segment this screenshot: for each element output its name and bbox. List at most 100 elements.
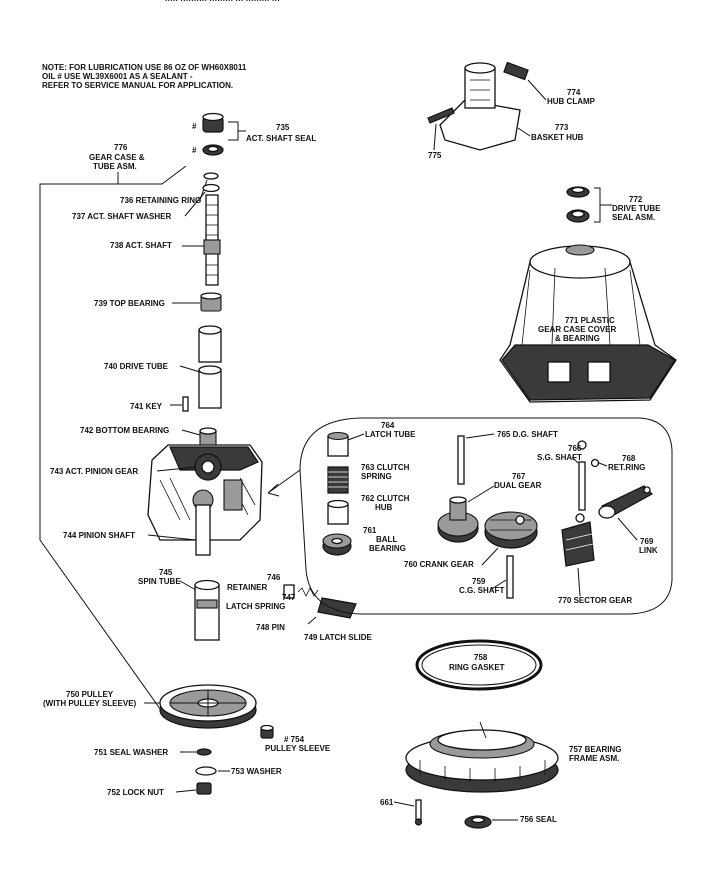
- label-773-number: 773: [555, 123, 569, 132]
- label-776-number: 776: [114, 143, 128, 152]
- clutch-hub-drawing: [327, 499, 349, 525]
- sg-shaft-drawing: [577, 440, 587, 511]
- note-line-2: OIL # USE WL39X6001 AS A SEALANT -: [42, 72, 193, 81]
- label-736: 736 RETAINING RING: [120, 196, 201, 205]
- label-766-name: S.G. SHAFT: [537, 453, 582, 462]
- latch-tube-drawing: [327, 431, 349, 457]
- label-765: 765 D.G. SHAFT: [497, 430, 558, 439]
- clutch-spring-drawing: [327, 466, 349, 494]
- dual-gear-drawing: [437, 496, 479, 543]
- dg-shaft-drawing: [457, 435, 465, 485]
- spin-tube-drawing: [194, 579, 220, 641]
- label-745-number: 745: [159, 568, 173, 577]
- label-758-name: RING GASKET: [449, 663, 505, 672]
- label-750-number: 750 PULLEY: [66, 690, 114, 699]
- label-763-line-1: 763 CLUTCH: [361, 463, 410, 472]
- label-739: 739 TOP BEARING: [94, 299, 165, 308]
- act-shaft-washer-drawing: [202, 183, 220, 193]
- label-747-number: 747: [282, 593, 296, 602]
- label-766-number: 766: [568, 444, 582, 453]
- label-754-number: # 754: [284, 735, 305, 744]
- drive-tube-seal-drawing: [566, 186, 612, 223]
- label-746-number: 746: [267, 573, 281, 582]
- seal-washer-drawing: [196, 748, 212, 756]
- key-drawing: [182, 396, 189, 412]
- label-758-number: 758: [474, 653, 488, 662]
- label-748: 748 PIN: [256, 623, 285, 632]
- label-773-name: BASKET HUB: [531, 133, 584, 142]
- label-743: 743 ACT. PINION GEAR: [50, 467, 138, 476]
- label-764-number: 764: [381, 421, 395, 430]
- basket-hub-drawing: [427, 61, 529, 151]
- label-761-line-3: BEARING: [369, 544, 406, 553]
- label-769-number: 769: [640, 537, 654, 546]
- label-757-line-1: 757 BEARING: [569, 745, 621, 754]
- label-768-name: RET.RING: [608, 463, 645, 472]
- label-747-name: LATCH SPRING: [226, 602, 285, 611]
- seal-756-drawing: [464, 815, 492, 829]
- bearing-frame-drawing: [405, 721, 559, 793]
- cg-shaft-drawing: [506, 555, 514, 599]
- act-shaft-drawing: [203, 194, 221, 286]
- label-761-line-1: 761: [363, 526, 377, 535]
- label-759-name: C.G. SHAFT: [459, 586, 504, 595]
- crank-gear-drawing: [484, 511, 538, 549]
- label-742-bottom-bearing: 742 BOTTOM BEARING: [80, 426, 169, 435]
- label-771-line-2: GEAR CASE COVER: [538, 325, 616, 334]
- label-776-name-2: TUBE ASM.: [93, 162, 137, 171]
- label-762-line-1: 762 CLUTCH: [361, 494, 410, 503]
- label-770: 770 SECTOR GEAR: [558, 596, 632, 605]
- label-763-line-2: SPRING: [361, 472, 392, 481]
- label-757-line-2: FRAME ASM.: [569, 754, 619, 763]
- hash-mark-2: #: [192, 146, 197, 155]
- label-661: 661: [380, 798, 394, 807]
- gear-case-cover-drawing: [499, 244, 677, 403]
- sector-gear-drawing: [561, 513, 595, 567]
- label-752: 752 LOCK NUT: [107, 788, 164, 797]
- label-774-name: HUB CLAMP: [547, 97, 596, 106]
- label-775: 775: [428, 151, 442, 160]
- label-744: 744 PINION SHAFT: [63, 531, 135, 540]
- act-shaft-seal-drawing: [202, 112, 246, 156]
- label-771-line-3: & BEARING: [555, 334, 600, 343]
- label-767-number: 767: [512, 472, 526, 481]
- label-762-line-2: HUB: [375, 503, 393, 512]
- label-753: 753 WASHER: [231, 767, 282, 776]
- label-774-number: 774: [567, 88, 581, 97]
- retaining-ring-drawing: [203, 172, 219, 180]
- label-745-name: SPIN TUBE: [138, 577, 181, 586]
- ring-gasket-drawing: [415, 639, 543, 691]
- label-759-number: 759: [472, 577, 486, 586]
- label-776-name-1: GEAR CASE &: [89, 153, 145, 162]
- label-735-name: ACT. SHAFT SEAL: [246, 134, 316, 143]
- washer-drawing: [195, 766, 217, 776]
- label-769-name: LINK: [639, 546, 658, 555]
- lock-nut-drawing: [196, 782, 212, 795]
- ball-bearing-drawing: [322, 533, 352, 556]
- label-761-line-2: BALL: [376, 535, 397, 544]
- ret-ring-drawing: [590, 458, 600, 468]
- label-756: 756 SEAL: [520, 815, 557, 824]
- label-764-name: LATCH TUBE: [365, 430, 416, 439]
- lubrication-note: NOTE: FOR LUBRICATION USE 86 OZ OF WH60X…: [42, 63, 247, 90]
- label-751: 751 SEAL WASHER: [94, 748, 168, 757]
- latch-parts-drawing: [283, 584, 357, 625]
- label-772-name-1: DRIVE TUBE: [612, 204, 661, 213]
- gear-case-bracket-line: [39, 172, 169, 721]
- label-772-name-2: SEAL ASM.: [612, 213, 655, 222]
- label-760: 760 CRANK GEAR: [404, 560, 474, 569]
- gear-case-assembly-drawing: [147, 427, 263, 556]
- label-768-number: 768: [622, 454, 636, 463]
- label-772-number: 772: [629, 195, 643, 204]
- label-754-name: PULLEY SLEEVE: [265, 744, 331, 753]
- note-line-1: NOTE: FOR LUBRICATION USE 86 OZ OF WH60X…: [42, 63, 247, 72]
- note-line-3: REFER TO SERVICE MANUAL FOR APPLICATION.: [42, 81, 233, 90]
- label-735-number: 735: [276, 123, 290, 132]
- pulley-drawing: [159, 684, 257, 729]
- gear-detail-enclosure: [299, 417, 673, 615]
- drive-tube-drawing: [198, 325, 222, 409]
- label-741: 741 KEY: [130, 402, 163, 411]
- header-strip-text: ····· ·········· ········· ··· ·········…: [165, 0, 280, 5]
- label-738: 738 ACT. SHAFT: [110, 241, 172, 250]
